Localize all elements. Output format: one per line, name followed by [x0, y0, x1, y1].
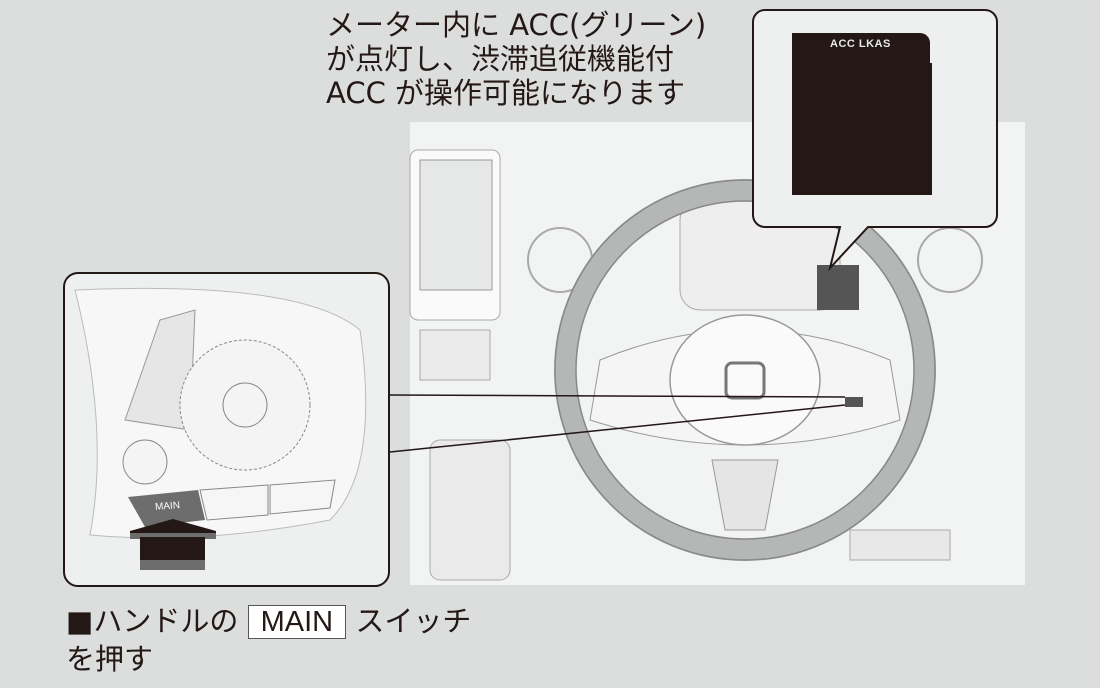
top-caption-line3: ACC が操作可能になります — [326, 76, 686, 110]
main-button-label: MAIN — [154, 500, 181, 513]
bottom-caption-prefix: ■ハンドルの — [66, 604, 239, 638]
bottom-caption: ■ハンドルの MAIN スイッチ を押す — [66, 602, 471, 678]
switch-inset — [63, 272, 390, 587]
meter-screen — [792, 33, 932, 195]
top-caption-line1: メーター内に ACC(グリーン) — [326, 8, 707, 42]
meter-indicators-text: ACC LKAS — [830, 38, 891, 50]
steering-wheel — [554, 179, 936, 561]
meter-inset — [752, 9, 998, 272]
top-caption-line2: が点灯し、渋滞追従機能付 — [326, 42, 675, 76]
bottom-caption-line2: を押す — [66, 642, 154, 676]
main-button[interactable] — [128, 490, 205, 527]
press-arrow-icon — [130, 519, 216, 570]
bottom-caption-suffix: スイッチ — [355, 604, 472, 638]
main-key-label: MAIN — [247, 605, 347, 639]
emblem-logo — [724, 361, 766, 400]
